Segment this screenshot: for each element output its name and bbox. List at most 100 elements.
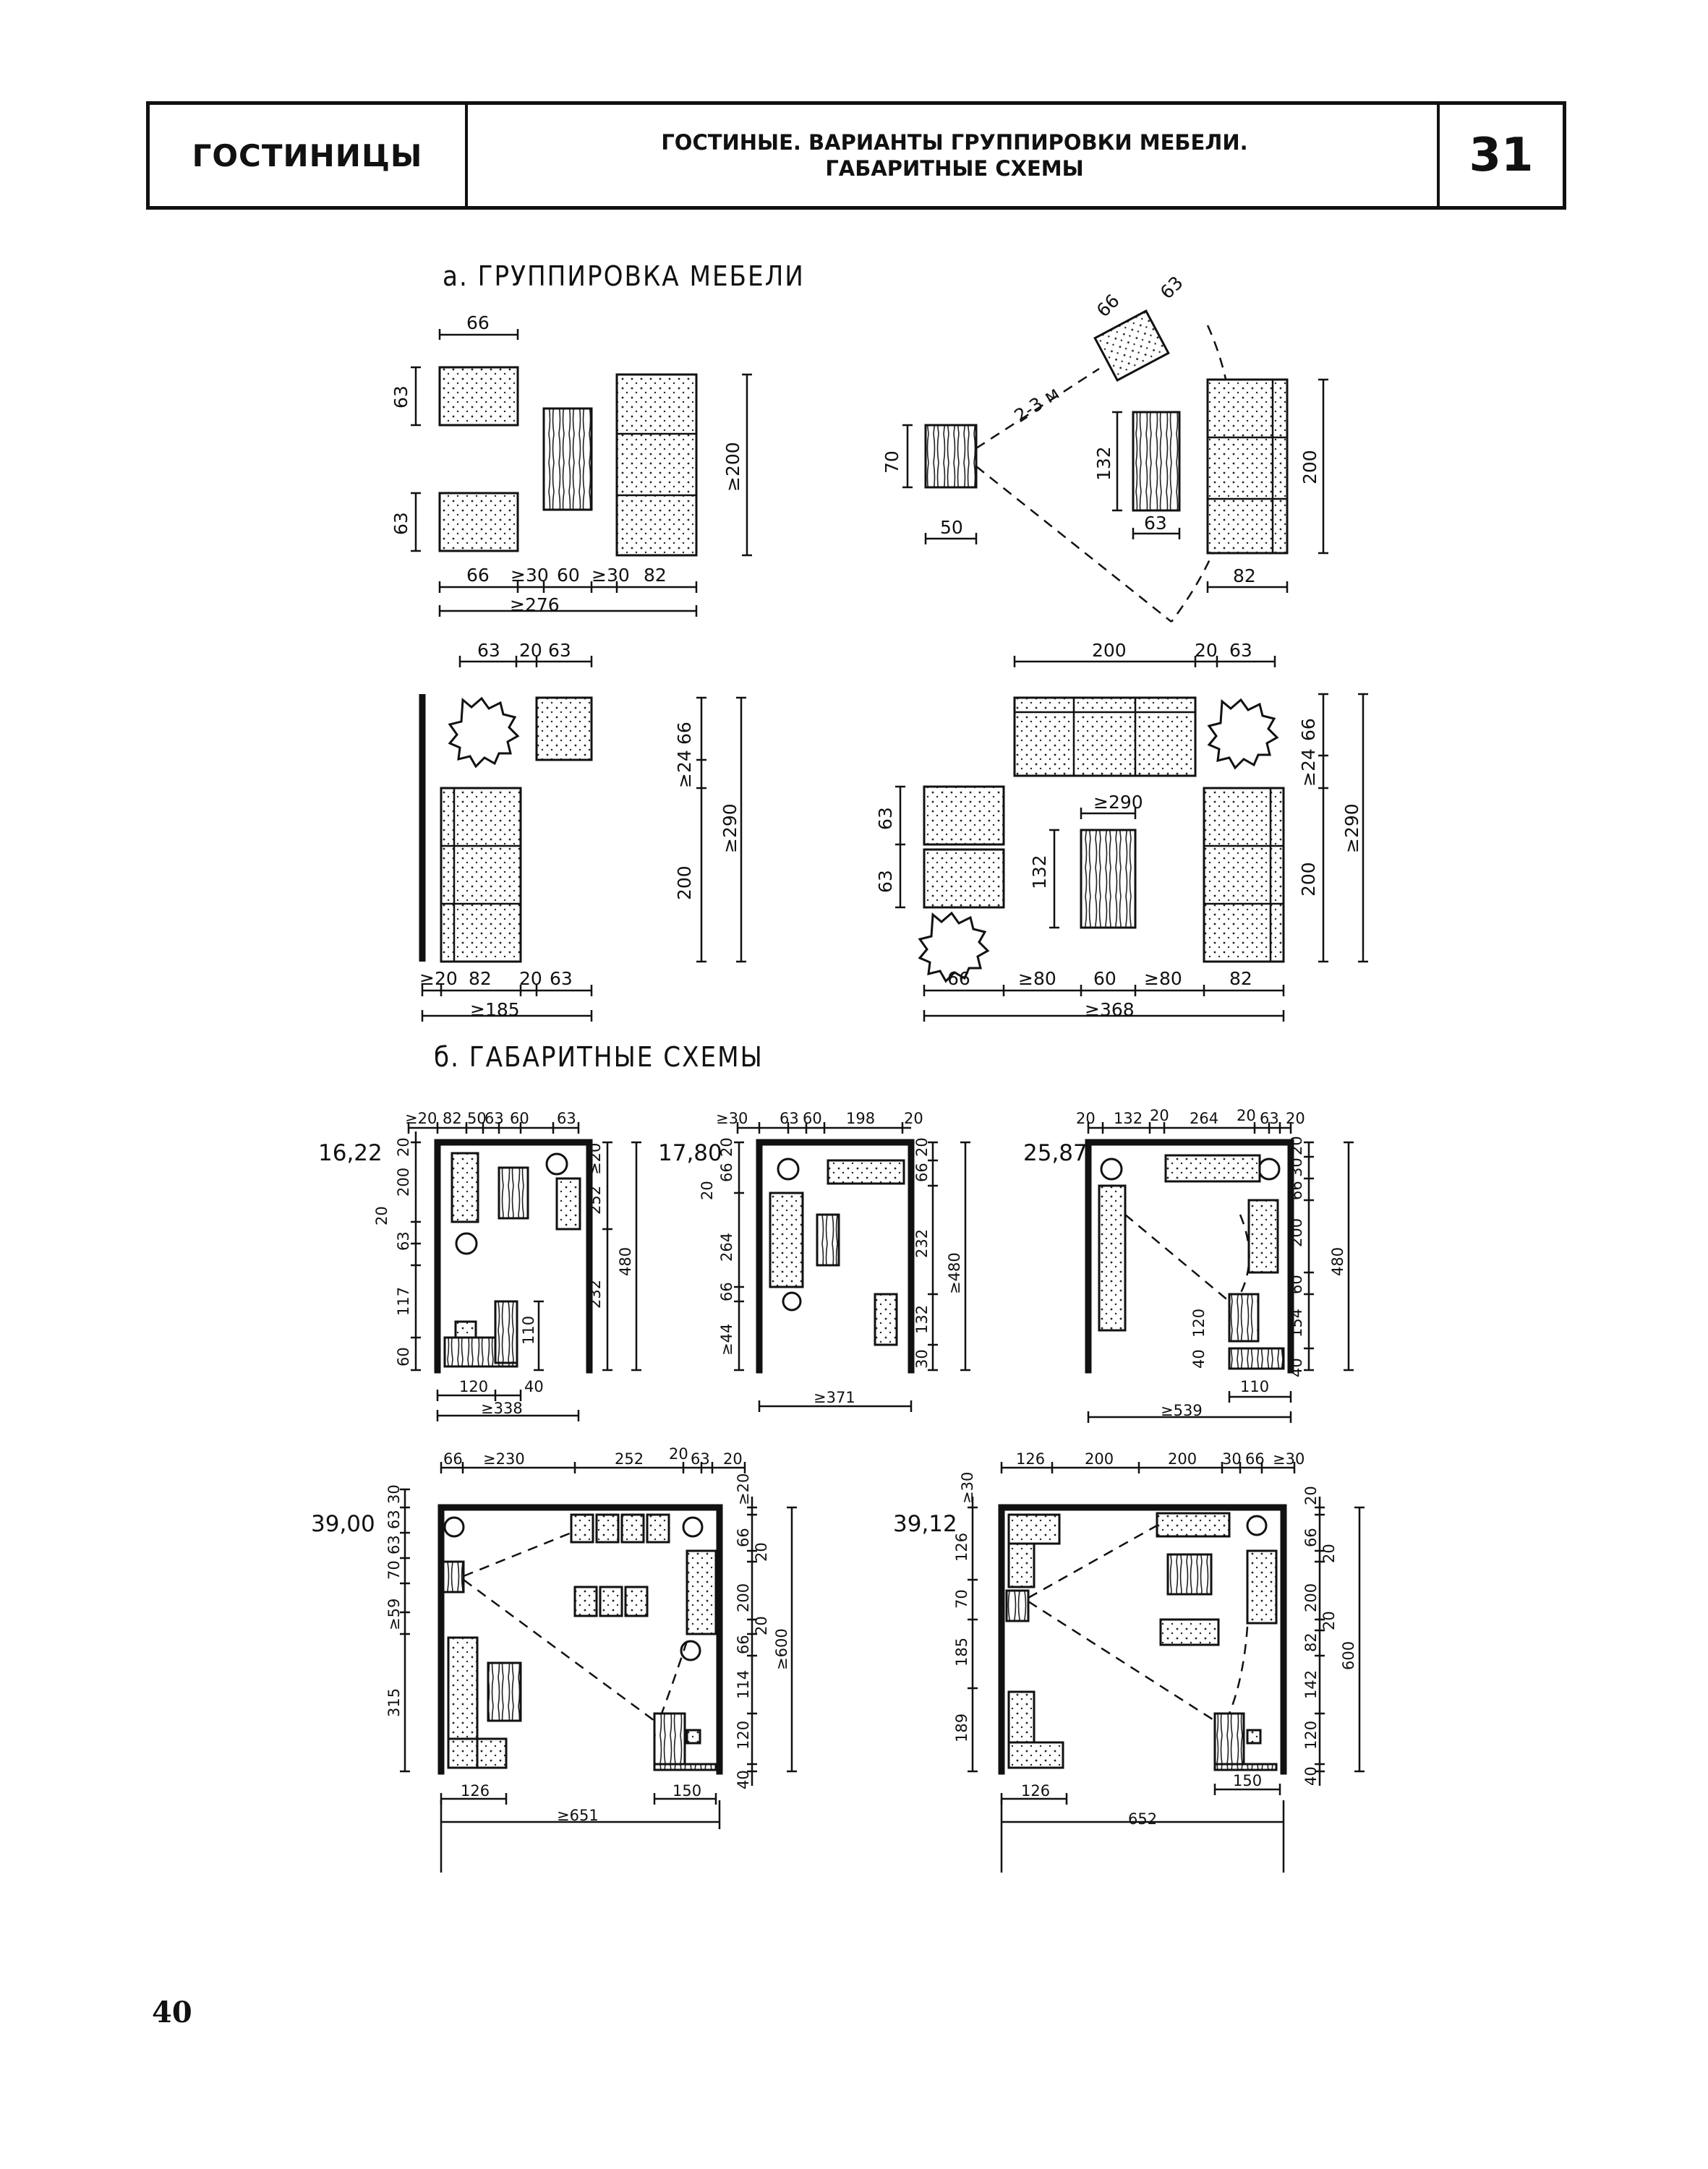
desk-chair: [1005, 1589, 1030, 1622]
dim-label: 154: [1288, 1309, 1305, 1338]
dim-label: 132: [1114, 1110, 1143, 1127]
coffee-table: [816, 1213, 840, 1267]
coffee-table: [542, 407, 593, 511]
desk-chair: [924, 424, 978, 489]
scheme-1: 16,22 ≥20 82 50 63 60 63 20 200 20 63 11…: [318, 1110, 641, 1421]
dim-label: 480: [1329, 1247, 1346, 1276]
dim-label: 20: [1195, 640, 1218, 661]
dim-label: ≥24: [1298, 748, 1319, 787]
sofa: [1007, 1690, 1036, 1744]
sofa: [827, 1159, 905, 1185]
plant-icon: [1207, 698, 1279, 770]
dim-label: 150: [1233, 1772, 1262, 1789]
dim-label: 63: [1229, 640, 1252, 661]
dim-label: 117: [395, 1287, 412, 1316]
armchair: [555, 1177, 581, 1231]
dim-label: 66: [1288, 1181, 1305, 1200]
dim-label: 60: [803, 1110, 822, 1127]
dim-label: 110: [1240, 1378, 1269, 1395]
dim-label: 600: [1340, 1641, 1357, 1670]
dim-label: 82: [1233, 565, 1256, 586]
dim-label: 200: [1288, 1218, 1305, 1247]
sheet-title: ГОСТИНЫЕ. ВАРИАНТЫ ГРУППИРОВКИ МЕБЕЛИ. Г…: [465, 105, 1444, 206]
dim-label: 114: [735, 1670, 752, 1699]
sofa: [769, 1192, 804, 1288]
dim-label: 232: [913, 1229, 931, 1258]
dim-label: ≥651: [557, 1807, 599, 1824]
dim-label: 20: [718, 1137, 735, 1157]
dim-label: ≥80: [1144, 968, 1182, 989]
dim-label: 66: [1298, 718, 1319, 741]
plant-icon: [918, 911, 990, 983]
armchair: [447, 1737, 479, 1769]
scheme-3: 25,87 20 132 20 264 20 63 20 20 30 66 20…: [1023, 1107, 1354, 1423]
dim-label: 200: [1092, 640, 1127, 661]
desk-chair: [442, 1560, 465, 1593]
coffee-table: [498, 1166, 529, 1220]
dim-label: ≥371: [814, 1389, 855, 1406]
layout-2: 66 63 2-3 м 70 50 132 63 200 82: [881, 272, 1328, 623]
armchair: [646, 1513, 670, 1544]
dim-label: 20: [753, 1616, 770, 1635]
dim-label: 120: [1302, 1721, 1320, 1750]
dim-label: 200: [395, 1168, 412, 1197]
pouf: [599, 1586, 623, 1617]
dim-label: 66: [674, 722, 695, 745]
armchair: [1093, 309, 1170, 382]
dim-label: 40: [1302, 1766, 1320, 1786]
wardrobe: [494, 1300, 518, 1364]
sofa: [686, 1549, 717, 1635]
dim-label: 185: [953, 1638, 970, 1667]
dim-label: ≥200: [722, 442, 743, 492]
armchair: [923, 848, 1005, 909]
dim-label: 82: [644, 565, 667, 586]
scheme-4: 39,00 66 ≥230 252 20 63 20 30 63 63 70 ≥…: [311, 1445, 797, 1873]
dim-label: 20: [395, 1137, 412, 1157]
chair: [1246, 1729, 1262, 1745]
desk-chair: [653, 1712, 686, 1766]
dim-label: ≥20: [586, 1143, 604, 1175]
dim-label: 63: [390, 385, 411, 408]
dim-label: 20: [1150, 1107, 1169, 1124]
dim-label: ≥44: [718, 1324, 735, 1356]
sofa: [1098, 1184, 1127, 1332]
dim-label: 126: [1016, 1450, 1045, 1468]
dim-label: 40: [1190, 1349, 1208, 1369]
dim-label: 50: [467, 1110, 487, 1127]
dim-label: ≥539: [1161, 1402, 1203, 1419]
header: ГОСТИНИЦЫ ГОСТИНЫЕ. ВАРИАНТЫ ГРУППИРОВКИ…: [146, 101, 1566, 210]
armchair: [620, 1513, 645, 1544]
chair: [686, 1729, 701, 1745]
layout-4: 200 20 63 ≥290 132 63 63 66 ≥24 200 ≥290…: [875, 640, 1368, 1022]
dim-label: ≥368: [1085, 999, 1135, 1020]
dim-label: 20: [1237, 1107, 1256, 1124]
armchair: [438, 366, 519, 427]
dim-label: ≥600: [773, 1628, 790, 1670]
dim-label: 30: [1222, 1450, 1242, 1468]
dim-label: 20: [1302, 1486, 1320, 1505]
dim-label: 60: [1288, 1275, 1305, 1294]
dim-label: 200: [1085, 1450, 1114, 1468]
dim-label: ≥30: [1273, 1450, 1305, 1468]
dim-label: 142: [1302, 1670, 1320, 1699]
armchair: [595, 1513, 620, 1544]
coffee-table: [1080, 829, 1137, 929]
dim-label: 63: [390, 512, 411, 535]
coffee-table: [487, 1661, 522, 1722]
dim-label: 126: [461, 1782, 490, 1800]
armchair: [1007, 1741, 1064, 1769]
armchair: [476, 1737, 508, 1769]
dim-label: 60: [1093, 968, 1116, 989]
armchair: [570, 1513, 594, 1544]
desk: [1228, 1347, 1285, 1370]
dim-label: ≥20: [419, 968, 458, 989]
dim-label: ≥30: [959, 1472, 976, 1504]
section-label: ГОСТИНИЦЫ: [150, 105, 468, 206]
dim-label: 63: [691, 1450, 710, 1468]
dim-label: 40: [524, 1378, 544, 1395]
dim-label: 264: [718, 1233, 735, 1262]
dim-label: 70: [385, 1560, 403, 1580]
dim-label: 252: [615, 1450, 644, 1468]
